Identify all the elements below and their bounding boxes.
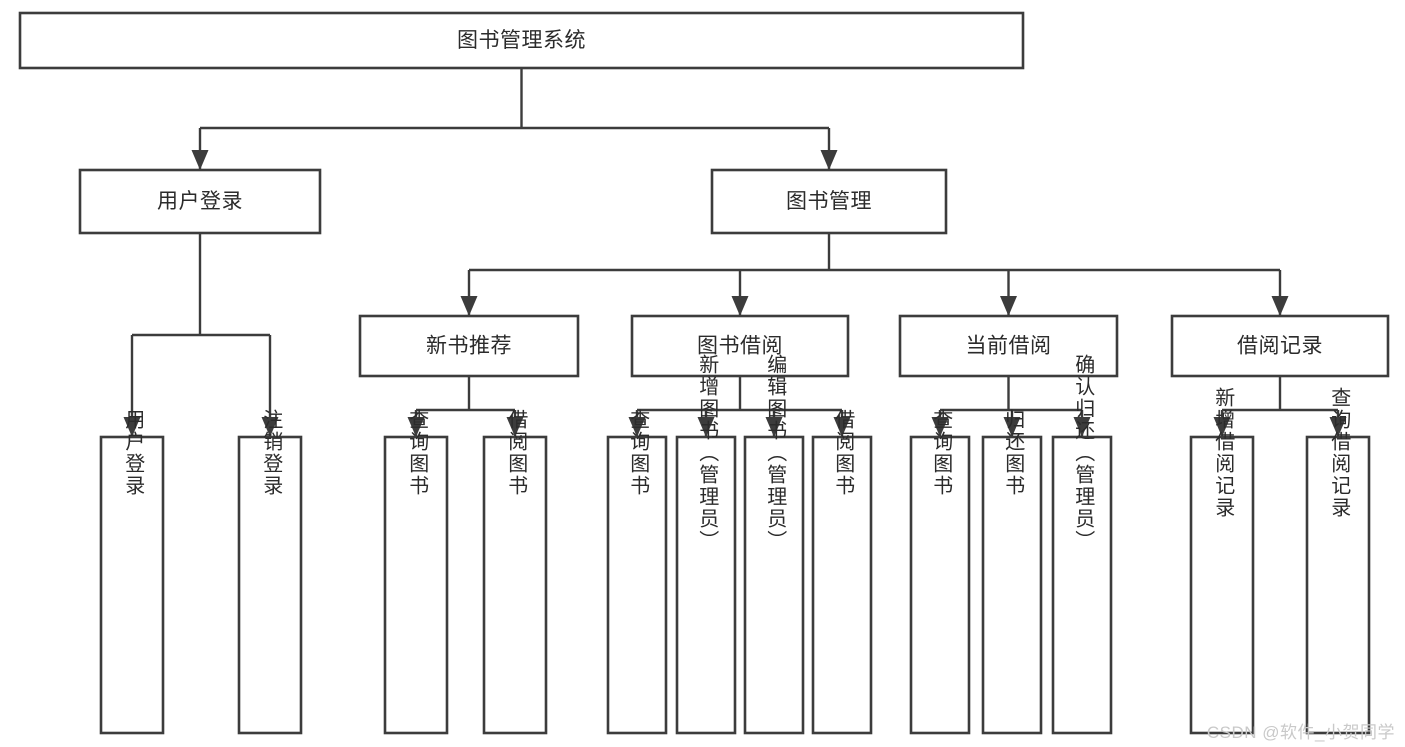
node-submodule-1[interactable]: 图书借阅 — [630, 314, 850, 378]
arrow-head-icon — [697, 417, 715, 437]
node-function-4[interactable]: 查询图书 — [606, 409, 668, 735]
node-module-0-box — [78, 168, 322, 235]
node-function-12-box — [1305, 435, 1371, 735]
node-function-0-box — [99, 435, 165, 735]
node-function-11[interactable]: 新增借阅记录 — [1189, 387, 1255, 735]
node-submodule-0[interactable]: 新书推荐 — [358, 314, 580, 378]
node-function-7-label: 借阅图书 — [832, 409, 855, 497]
node-layer: 图书管理系统用户登录图书管理新书推荐图书借阅当前借阅借阅记录用户登录注销登录查询… — [18, 11, 1390, 735]
node-function-1-label: 注销登录 — [260, 409, 283, 497]
node-module-0[interactable]: 用户登录 — [78, 168, 322, 235]
node-function-9-label: 归还图书 — [1002, 409, 1025, 497]
node-function-11-box — [1189, 435, 1255, 735]
node-module-1[interactable]: 图书管理 — [710, 168, 948, 235]
node-submodule-2-box — [898, 314, 1119, 378]
arrow-head-icon — [731, 296, 749, 316]
node-function-12-label: 查询借阅记录 — [1328, 387, 1351, 519]
node-function-0[interactable]: 用户登录 — [99, 409, 165, 735]
node-root[interactable]: 图书管理系统 — [18, 11, 1025, 70]
node-function-8-box — [909, 435, 971, 735]
node-submodule-1-label: 图书借阅 — [697, 335, 783, 358]
node-function-12[interactable]: 查询借阅记录 — [1305, 387, 1371, 735]
node-submodule-2-label: 当前借阅 — [966, 335, 1052, 358]
arrow-head-icon — [833, 417, 851, 437]
watermark-text: CSDN @软件_小贺同学 — [1206, 723, 1395, 742]
node-function-0-label: 用户登录 — [122, 409, 145, 497]
node-function-3-label: 借阅图书 — [505, 409, 528, 497]
node-root-box — [18, 11, 1025, 70]
arrow-head-icon — [1271, 296, 1289, 316]
node-submodule-0-box — [358, 314, 580, 378]
node-function-10-label: 确认归还（管理员） — [1072, 354, 1095, 552]
node-function-5-label: 新增图书（管理员） — [696, 354, 719, 552]
arrow-head-icon — [1073, 417, 1091, 437]
node-function-5-box — [675, 435, 737, 735]
arrow-head-icon — [765, 417, 783, 437]
node-submodule-2[interactable]: 当前借阅 — [898, 314, 1119, 378]
node-function-7[interactable]: 借阅图书 — [811, 409, 873, 735]
arrow-head-icon — [1003, 417, 1021, 437]
arrow-head-icon — [931, 417, 949, 437]
node-function-8[interactable]: 查询图书 — [909, 409, 971, 735]
node-function-8-label: 查询图书 — [930, 409, 953, 497]
arrow-head-icon — [261, 417, 279, 437]
arrow-head-icon — [407, 417, 425, 437]
node-function-4-box — [606, 435, 668, 735]
node-module-1-box — [710, 168, 948, 235]
node-function-5[interactable]: 新增图书（管理员） — [675, 354, 737, 735]
node-function-10[interactable]: 确认归还（管理员） — [1051, 354, 1113, 735]
node-function-6[interactable]: 编辑图书（管理员） — [743, 354, 805, 735]
node-function-9[interactable]: 归还图书 — [981, 409, 1043, 735]
node-function-2[interactable]: 查询图书 — [383, 409, 449, 735]
node-submodule-1-box — [630, 314, 850, 378]
node-function-1[interactable]: 注销登录 — [237, 409, 303, 735]
node-module-0-label: 用户登录 — [157, 190, 243, 213]
connector-layer — [123, 68, 1347, 437]
node-function-10-box — [1051, 435, 1113, 735]
arrow-head-icon — [820, 150, 838, 170]
node-function-9-box — [981, 435, 1043, 735]
node-function-1-box — [237, 435, 303, 735]
node-submodule-3-label: 借阅记录 — [1237, 335, 1323, 358]
node-submodule-0-label: 新书推荐 — [426, 335, 512, 358]
node-submodule-3-box — [1170, 314, 1390, 378]
arrow-head-icon — [460, 296, 478, 316]
arrow-head-icon — [123, 417, 141, 437]
node-function-6-box — [743, 435, 805, 735]
node-function-7-box — [811, 435, 873, 735]
node-function-2-label: 查询图书 — [406, 409, 429, 497]
arrow-head-icon — [1000, 296, 1017, 316]
node-function-6-label: 编辑图书（管理员） — [764, 354, 787, 552]
arrow-head-icon — [1213, 417, 1231, 437]
node-function-3[interactable]: 借阅图书 — [482, 409, 548, 735]
node-function-2-box — [383, 435, 449, 735]
arrow-head-icon — [506, 417, 524, 437]
node-module-1-label: 图书管理 — [786, 190, 872, 213]
node-function-3-box — [482, 435, 548, 735]
node-submodule-3[interactable]: 借阅记录 — [1170, 314, 1390, 378]
node-function-4-label: 查询图书 — [627, 409, 650, 497]
node-function-11-label: 新增借阅记录 — [1212, 387, 1235, 519]
arrow-head-icon — [1329, 417, 1347, 437]
arrow-head-icon — [191, 150, 209, 170]
arrow-head-icon — [628, 417, 646, 437]
node-root-label: 图书管理系统 — [457, 29, 586, 52]
